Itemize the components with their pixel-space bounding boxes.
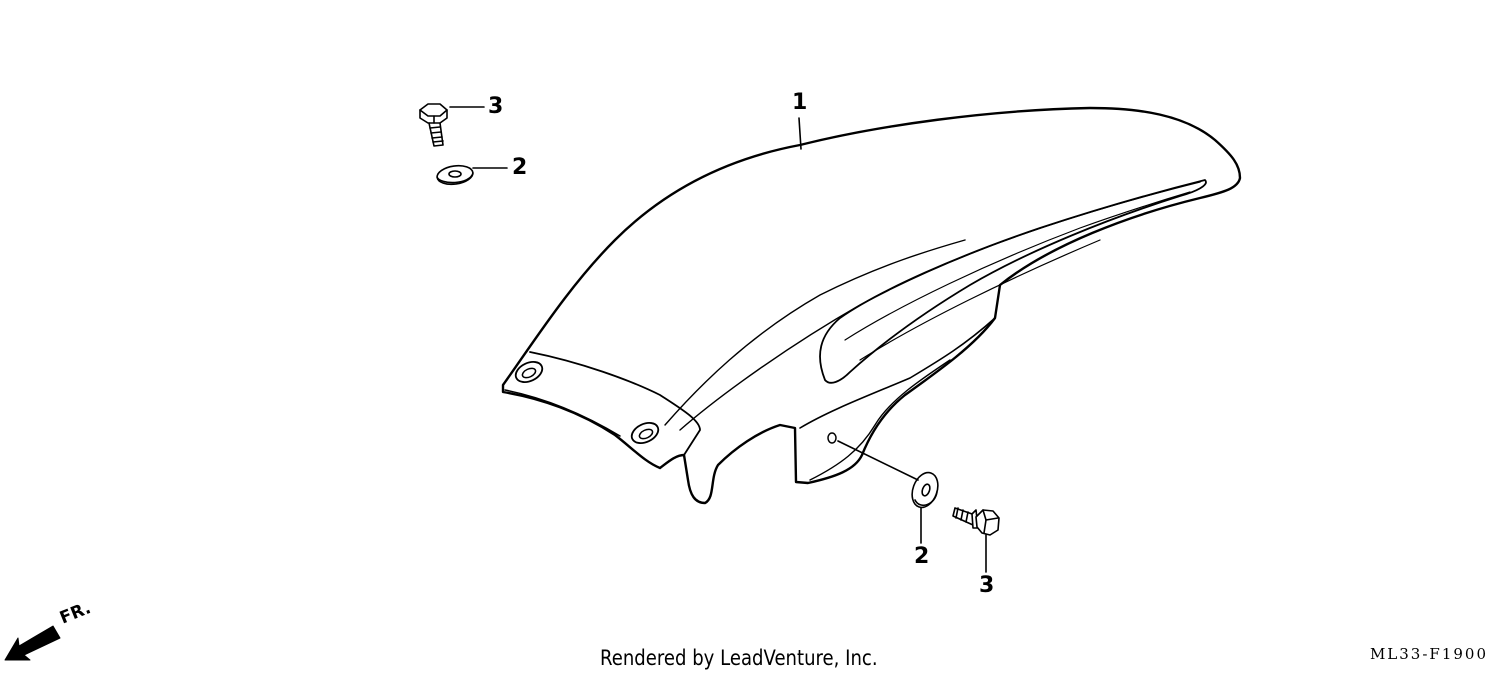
rear-fender[interactable] (501, 106, 1242, 505)
callout-3-lower-bolt: 3 (979, 573, 995, 598)
leader-lines (449, 106, 987, 573)
front-direction-arrow-icon (4, 625, 61, 661)
bolt-upper[interactable] (419, 103, 448, 147)
callout-3-upper-bolt: 3 (488, 94, 504, 119)
callout-2-upper-washer: 2 (512, 155, 528, 180)
render-credit: Rendered by LeadVenture, Inc. (600, 646, 878, 670)
callout-2-lower-washer: 2 (914, 544, 930, 569)
washer-upper[interactable] (436, 164, 474, 187)
callout-1-fender: 1 (792, 90, 808, 115)
diagram-code: ML33-F1900 (1369, 645, 1488, 663)
bolt-lower[interactable] (952, 507, 1000, 536)
washer-lower[interactable] (908, 469, 943, 511)
